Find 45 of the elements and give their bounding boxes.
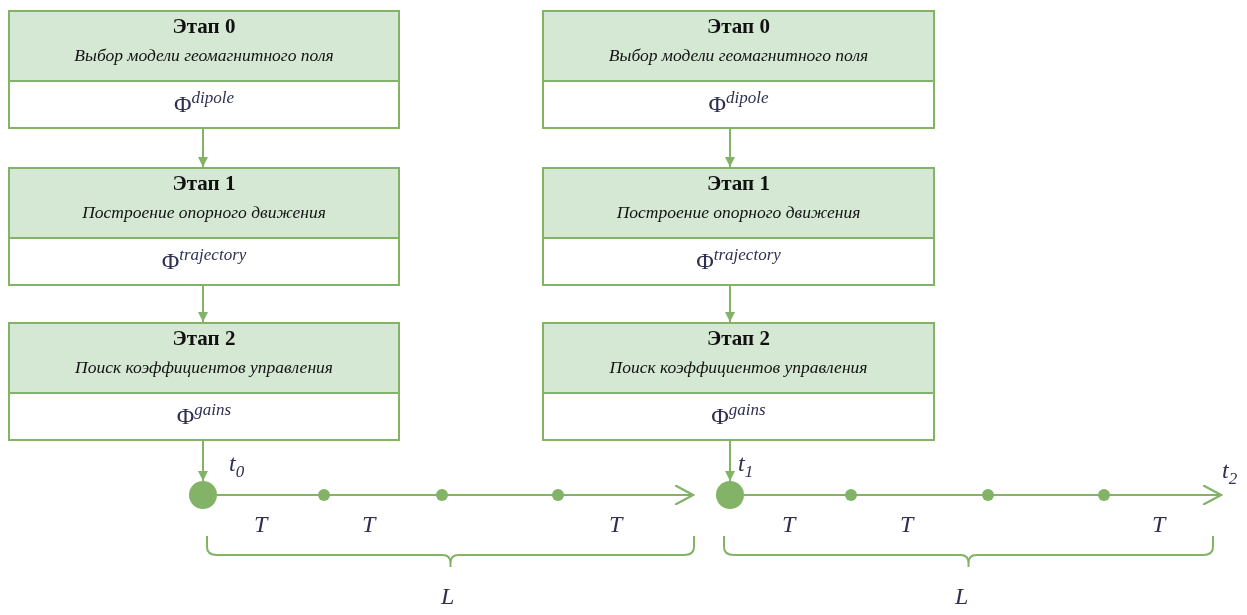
formula: Φ$^{trajectory}$ — [161, 248, 247, 274]
stage-description: Выбор модели геомагнитного поля — [74, 45, 334, 66]
arrow — [725, 128, 735, 168]
interval-label: T — [362, 512, 376, 536]
interval-label: T — [900, 512, 914, 536]
timeline-arrow — [743, 483, 1223, 507]
arrow — [725, 440, 735, 482]
interval-label: L — [441, 584, 455, 608]
arrow — [198, 440, 208, 482]
arrow — [725, 285, 735, 323]
stage-title: Этап 1 — [172, 171, 236, 196]
formula: Φ$^{dipole}$ — [708, 91, 769, 117]
formula: Φ$^{gains}$ — [711, 403, 766, 429]
time-label: t$_{2}$ — [1222, 458, 1238, 487]
stage-box — [542, 167, 935, 286]
time-label: t$_{0}$ — [229, 451, 245, 480]
stage-box — [542, 322, 935, 441]
stage-title: Этап 2 — [172, 326, 236, 351]
timeline-arrow — [216, 483, 695, 507]
arrow — [198, 128, 208, 168]
formula: Φ$^{dipole}$ — [173, 91, 234, 117]
stage-title: Этап 2 — [707, 326, 770, 351]
interval-label: T — [609, 512, 623, 536]
formula: Φ$^{trajectory}$ — [696, 248, 781, 274]
interval-label: L — [955, 584, 969, 608]
stage-description: Построение опорного движения — [82, 202, 326, 223]
arrow — [198, 285, 208, 323]
stage-description: Выбор модели геомагнитного поля — [608, 45, 869, 66]
stage-box — [542, 10, 935, 129]
stage-description: Построение опорного движения — [616, 202, 861, 223]
stage-description: Поиск коэффициентов управления — [75, 357, 333, 378]
formula: Φ$^{gains}$ — [176, 403, 232, 429]
stage-description: Поиск коэффициентов управления — [609, 357, 868, 378]
interval-label: T — [782, 512, 796, 536]
event-dot — [189, 481, 217, 509]
stage-title: Этап 1 — [707, 171, 770, 196]
stage-box — [8, 322, 400, 441]
event-dot — [716, 481, 744, 509]
stage-title: Этап 0 — [707, 14, 770, 39]
stage-title: Этап 0 — [172, 14, 236, 39]
time-label: t$_{1}$ — [738, 451, 754, 480]
stage-box — [8, 10, 400, 129]
stage-box — [8, 167, 400, 286]
interval-label: T — [1152, 512, 1166, 536]
interval-label: T — [254, 512, 268, 536]
